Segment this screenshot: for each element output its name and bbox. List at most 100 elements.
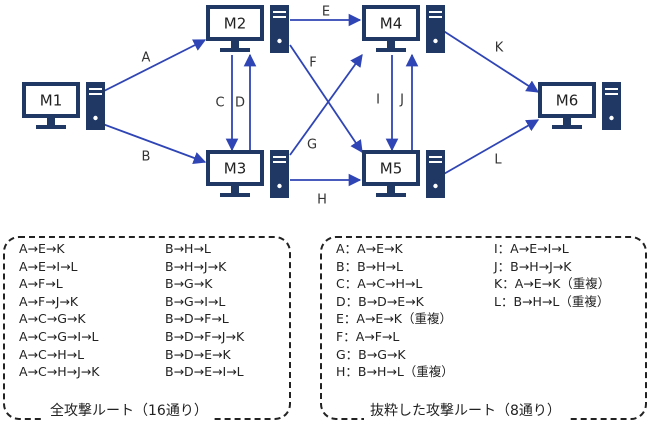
drive-slot: [605, 88, 618, 90]
computer-label: M4: [380, 15, 403, 33]
route-item: B→D→E→K: [165, 346, 231, 362]
route-item: B→G→K: [165, 276, 213, 292]
power-button-icon: [433, 38, 438, 44]
all-routes-caption: 全攻撃ルート（16通り）: [44, 400, 214, 420]
monitor-base: [36, 125, 66, 129]
route-item: A→F→L: [19, 276, 63, 292]
edge-label: A: [142, 51, 151, 66]
route-item: B：B→H→L: [336, 258, 403, 274]
power-button-icon: [93, 115, 98, 121]
drive-slot: [429, 16, 442, 18]
selected-routes-column-2: I：A→E→I→L J：B→H→J→K K：A→E→K（重複）L：B→H→L（重複）: [494, 240, 610, 310]
route-item: G：B→G→K: [336, 346, 406, 362]
computer-m1: M1: [22, 82, 105, 130]
route-item: J：B→H→J→K: [494, 258, 572, 274]
route-item: A→E→K: [19, 241, 65, 256]
route-item: A→F→J→K: [19, 293, 79, 309]
edge-l-arrow: [441, 119, 540, 176]
screen: [366, 154, 416, 182]
edge-g-arrow: [289, 53, 363, 156]
edge-label: D: [235, 96, 245, 111]
monitor-stand: [563, 118, 571, 125]
screen: [210, 9, 260, 37]
screen: [366, 9, 416, 37]
computer-m4: M4: [362, 5, 445, 53]
drive-slot: [89, 93, 102, 95]
edge-label: G: [307, 138, 317, 153]
route-item: A→E→I→L: [19, 258, 78, 274]
computer-m2: M2: [206, 5, 289, 53]
route-item: B→D→F→L: [165, 311, 229, 327]
route-item: E：A→E→K（重複）: [336, 311, 452, 327]
power-button-icon: [277, 38, 282, 44]
edge-label: C: [215, 96, 224, 111]
edge-label: H: [317, 193, 327, 208]
drive-slot: [605, 93, 618, 95]
route-item: C：A→C→H→L: [336, 276, 423, 292]
computer-m6: M6: [538, 82, 621, 130]
edge-label: L: [494, 153, 502, 168]
drive-slot: [273, 11, 286, 13]
computer-label: M2: [224, 15, 247, 33]
power-button-icon: [277, 183, 282, 189]
route-item: B→D→E→I→L: [165, 364, 244, 380]
monitor-base: [376, 193, 406, 197]
route-item: H：B→H→L（重複）: [336, 364, 454, 380]
selected-routes-caption: 抜粋した攻撃ルート（8通り）: [364, 400, 567, 420]
monitor-stand: [231, 186, 239, 193]
edge-k-arrow: [441, 29, 540, 93]
route-item: B→H→L: [165, 241, 211, 256]
route-item: A：A→E→K: [336, 241, 403, 256]
route-item: K：A→E→K（重複）: [494, 276, 611, 292]
monitor-stand: [387, 186, 395, 193]
monitor-stand: [387, 41, 395, 48]
route-item: D：B→D→E→K: [336, 293, 424, 309]
drive-slot: [429, 156, 442, 158]
computer-m3: M3: [206, 150, 289, 198]
drive-slot: [89, 88, 102, 90]
drive-slot: [273, 16, 286, 18]
computer-label: M1: [40, 92, 63, 110]
edge-f-arrow: [289, 44, 363, 154]
drive-slot: [273, 156, 286, 158]
route-item: B→G→I→L: [165, 293, 226, 309]
route-item: A→C→H→J→K: [19, 364, 100, 380]
route-item: A→C→G→K: [19, 311, 86, 327]
monitor-base: [220, 48, 250, 52]
drive-slot: [429, 161, 442, 163]
route-item: B→D→F→J→K: [165, 328, 245, 344]
screen: [210, 154, 260, 182]
edge-label: B: [142, 150, 151, 165]
screen: [542, 86, 592, 114]
monitor-base: [552, 125, 582, 129]
monitor-base: [376, 48, 406, 52]
screen: [26, 86, 76, 114]
edge-label: K: [495, 41, 504, 56]
drive-slot: [429, 11, 442, 13]
route-item: B→H→J→K: [165, 258, 227, 274]
edge-label: E: [322, 5, 330, 20]
power-button-icon: [433, 183, 438, 189]
monitor-stand: [231, 41, 239, 48]
route-item: A→C→H→L: [19, 346, 85, 362]
route-item: L：B→H→L（重複）: [494, 293, 610, 309]
edge-label: I: [376, 93, 380, 108]
route-item: I：A→E→I→L: [494, 241, 569, 256]
edge-label: J: [399, 93, 404, 108]
route-item: F：A→F→L: [336, 328, 400, 344]
computer-m5: M5: [362, 150, 445, 198]
power-button-icon: [609, 115, 614, 121]
monitor-base: [220, 193, 250, 197]
computer-label: M6: [556, 92, 579, 110]
computer-label: M3: [224, 160, 247, 178]
computer-label: M5: [380, 160, 403, 178]
drive-slot: [273, 161, 286, 163]
